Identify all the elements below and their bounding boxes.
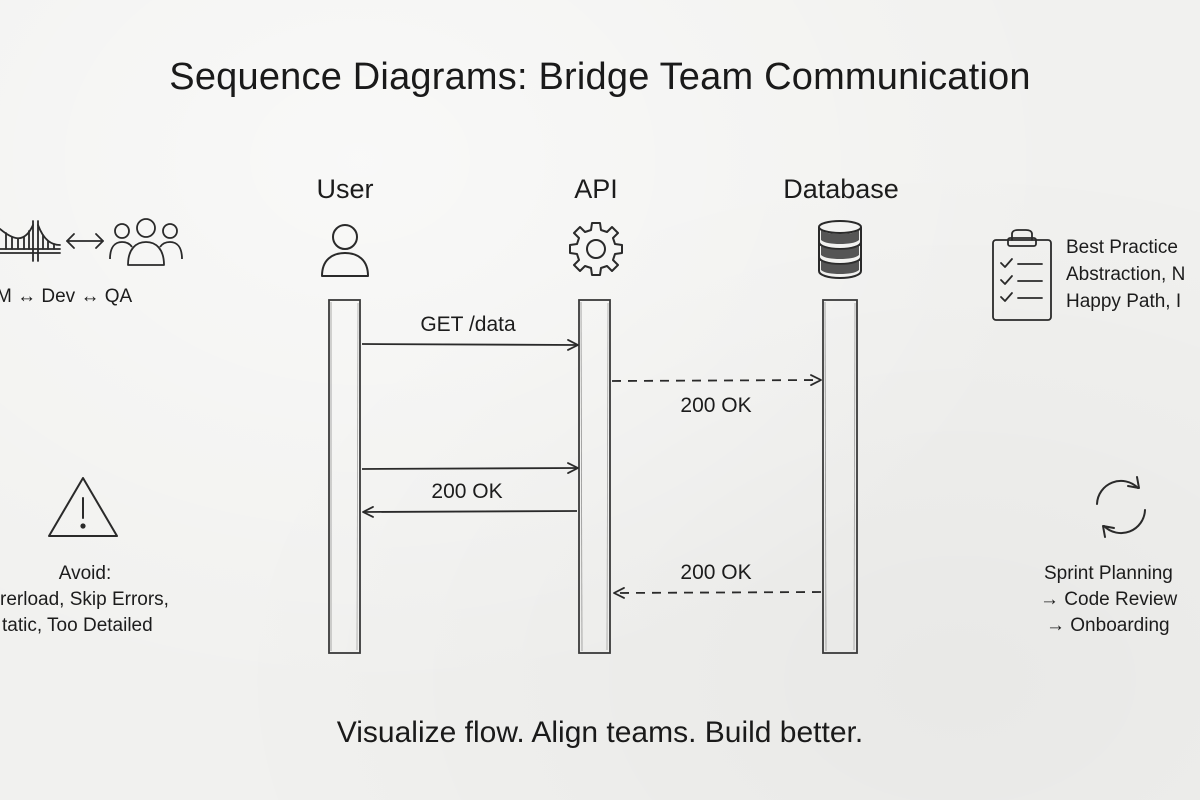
message-label-2: 200 OK <box>680 394 752 417</box>
database-icon <box>818 220 862 280</box>
clipboard-checklist-icon <box>992 229 1052 321</box>
bridge-icon <box>0 220 61 262</box>
two-way-arrow-icon <box>66 233 104 249</box>
usage-line-1: Sprint Planning <box>1044 563 1173 584</box>
tagline: Visualize flow. Align teams. Build bette… <box>336 716 864 749</box>
best-practices-line-2: Abstraction, N <box>1066 264 1186 285</box>
message-arrow-3 <box>361 462 579 474</box>
team-icon <box>109 218 183 266</box>
message-arrow-1 <box>361 339 579 351</box>
message-label-5: 200 OK <box>680 561 752 584</box>
message-arrow-5 <box>613 587 822 599</box>
usage-line-2: → Code Review <box>1040 589 1178 610</box>
message-arrow-2 <box>611 374 822 386</box>
best-practices-line-3: Happy Path, I <box>1066 291 1182 312</box>
message-label-1: GET /data <box>420 313 516 336</box>
participant-api-label: API <box>574 174 618 204</box>
avoid-heading: Avoid: <box>58 563 112 584</box>
avoid-line-2: tatic, Too Detailed <box>2 615 153 636</box>
lifeline-api <box>578 299 611 654</box>
message-label-4: 200 OK <box>431 480 503 503</box>
lifeline-user <box>328 299 361 654</box>
refresh-cycle-icon <box>1096 476 1146 538</box>
participant-user-label: User <box>316 174 374 204</box>
message-arrow-4 <box>362 506 578 518</box>
best-practices-line-1: Best Practice <box>1066 237 1178 258</box>
roles-label: M ↔ Dev ↔ QA <box>0 286 133 307</box>
gear-icon <box>569 222 623 276</box>
avoid-line-1: rerload, Skip Errors, <box>0 589 169 610</box>
person-icon <box>321 224 369 277</box>
warning-icon <box>48 477 118 537</box>
page-title: Sequence Diagrams: Bridge Team Communica… <box>169 56 1031 98</box>
lifeline-database <box>822 299 858 654</box>
usage-line-3: → Onboarding <box>1046 615 1170 636</box>
participant-database-label: Database <box>783 174 899 204</box>
